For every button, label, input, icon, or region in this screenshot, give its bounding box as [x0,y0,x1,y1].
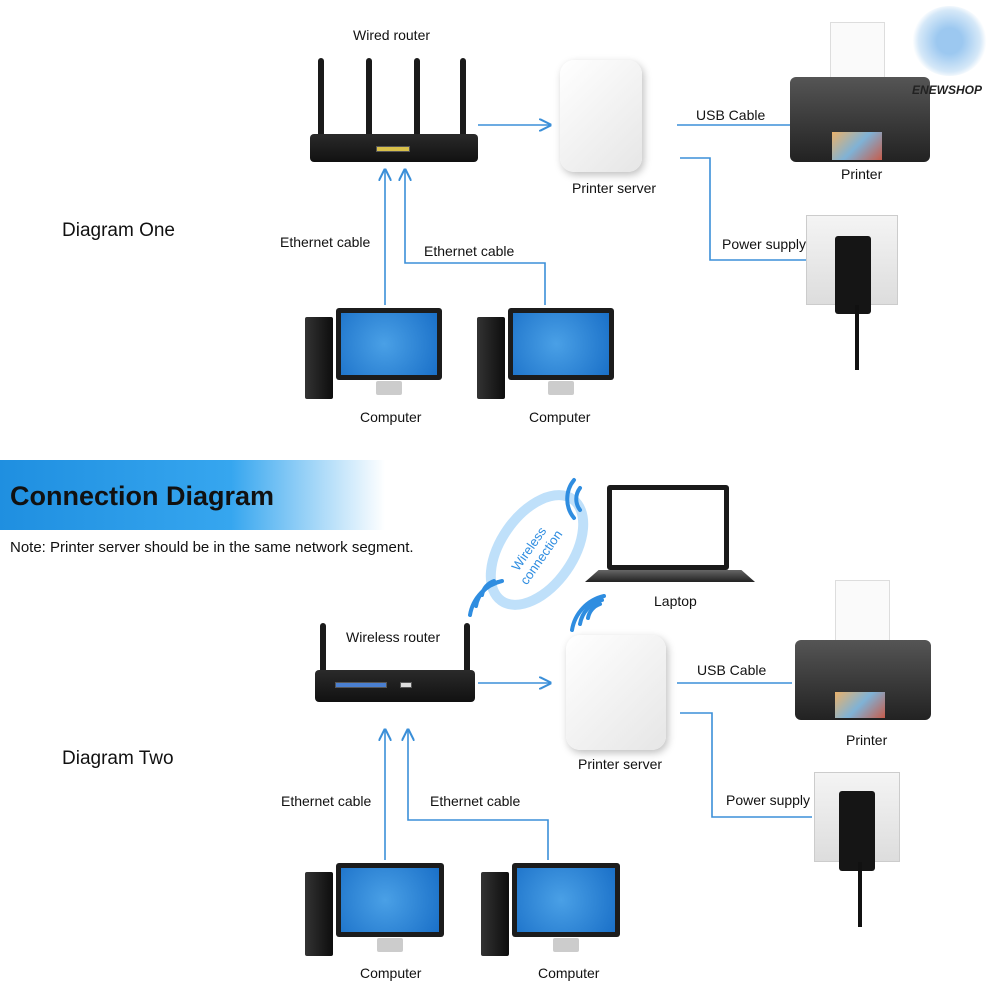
printer-label-1: Printer [841,166,883,182]
ethernet-cable-label-2b: Ethernet cable [430,793,521,809]
computer-label-1: Computer [360,409,422,425]
printer-1 [790,22,930,162]
computer-label-4: Computer [538,965,600,981]
laptop-label: Laptop [654,593,697,609]
ethernet-line-1b [405,170,546,305]
usb-cable-label-1: USB Cable [696,107,766,123]
logo-text: ENEWSHOP [912,83,983,97]
laptop [585,485,755,585]
computer-1 [300,305,442,400]
power-outlet-2 [814,772,900,871]
power-line-2 [680,712,812,818]
banner [0,460,385,530]
power-cable-1 [855,305,859,370]
wireless-halo [485,490,589,610]
power-supply-label-2: Power supply [726,792,811,808]
computer-label-3: Computer [360,965,422,981]
power-supply-label-1: Power supply [722,236,807,252]
computer-label-2: Computer [529,409,591,425]
computer-2 [472,305,614,400]
computer-4 [476,860,621,957]
power-outlet-1 [806,215,898,314]
power-cable-2 [858,862,862,927]
printer-server-label-2: Printer server [578,756,663,772]
diagram-one-title: Diagram One [62,220,175,241]
wireless-router [315,623,475,703]
printer-label-2: Printer [846,732,888,748]
diagram-two-title: Diagram Two [62,748,174,769]
usb-cable-label-2: USB Cable [697,662,767,678]
wifi-signal-icons [468,478,606,632]
ethernet-line-2b [408,730,549,860]
printer-server-label-1: Printer server [572,180,657,196]
ethernet-cable-label-2a: Ethernet cable [281,793,372,809]
power-line-1 [680,157,806,261]
printer-server-2 [566,635,666,750]
printer-server-1 [560,60,642,172]
printer-2 [795,580,931,720]
wireless-router-label: Wireless router [346,629,441,645]
wired-router-label: Wired router [353,27,431,43]
connection-diagram-title: Connection Diagram [10,481,275,511]
ethernet-cable-label-1b: Ethernet cable [424,243,515,259]
computer-3 [300,860,445,957]
wired-router [310,58,478,164]
ethernet-cable-label-1a: Ethernet cable [280,234,371,250]
enewshop-logo [912,6,987,76]
network-note: Note: Printer server should be in the sa… [10,539,414,556]
